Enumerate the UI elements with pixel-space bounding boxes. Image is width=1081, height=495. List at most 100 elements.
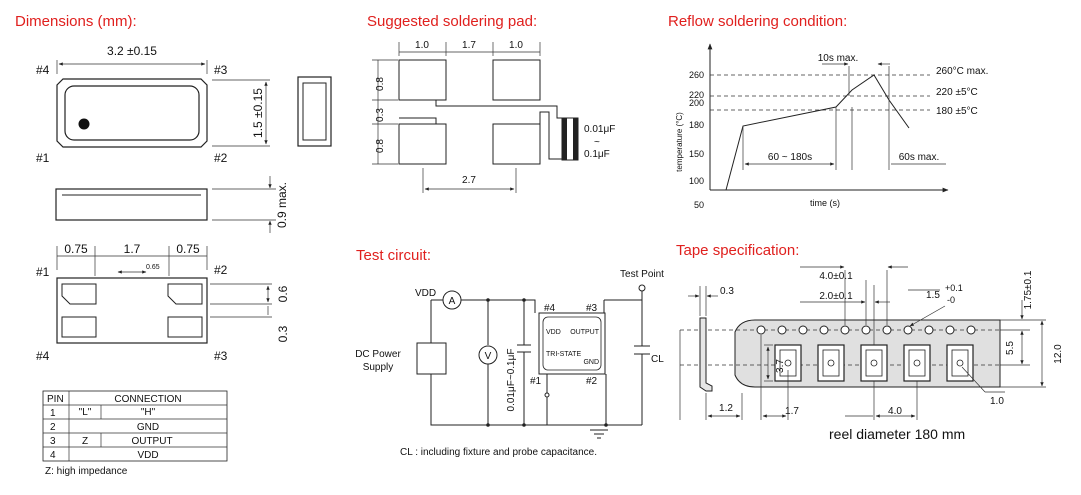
- package-side-view: [55, 188, 208, 221]
- pad-width-right-label: 0.75: [176, 242, 200, 256]
- pin-row-4-connection: VDD: [137, 450, 158, 461]
- junction-dot: [486, 423, 490, 427]
- reflow-ytick-220: 220: [689, 90, 704, 100]
- pin-table-header-pin: PIN: [47, 394, 64, 405]
- pin-table-frame: [42, 390, 228, 462]
- pad-side-dim-1: 0.8: [375, 77, 386, 91]
- tape-pitch-pocket: 4.0: [888, 406, 902, 417]
- circuit-vdd-label: VDD: [415, 288, 436, 299]
- pad-side-dim-3: 0.8: [375, 139, 386, 153]
- reflow-top-span: 10s max.: [818, 53, 859, 64]
- dc-supply-label-1: DC Power: [355, 349, 401, 360]
- solder-pad-1: [398, 123, 447, 165]
- pin-row-3-pin: 3: [50, 436, 56, 447]
- pad-gap-label: 1.7: [124, 242, 141, 256]
- pad-dim-2: 1.7: [462, 40, 476, 51]
- test-point-label: Test Point: [620, 269, 664, 280]
- pad-cap-bottom: 0.1μF: [584, 149, 610, 160]
- pin1-marker-dot: [78, 118, 90, 130]
- tape-pocket-inner: [865, 349, 883, 377]
- chip-pin1: #1: [530, 376, 542, 387]
- sprocket-hole: [777, 325, 787, 335]
- pad-side-dim-2: 0.3: [375, 108, 386, 122]
- tape-pocket: [817, 344, 845, 382]
- bot-pin4-label: #4: [36, 349, 50, 363]
- tape-d55: 5.5: [1005, 341, 1016, 355]
- chip-output: OUTPUT: [570, 329, 600, 336]
- dimensions-section: Dimensions (mm): 3.2 ±0.15 #4 #3 #1 #2 1…: [15, 13, 332, 477]
- pin-row-1-pin: 1: [50, 408, 56, 419]
- pad-cap-top: 0.01μF: [584, 124, 615, 135]
- test-point-node: [638, 284, 646, 292]
- reflow-220-label: 220 ±5°C: [936, 87, 978, 98]
- tape-pocket-len: 3.7: [775, 359, 786, 373]
- pad-title: Suggested soldering pad:: [367, 13, 537, 30]
- sprocket-hole: [903, 325, 913, 335]
- tape-cross-section: [699, 317, 713, 392]
- tape-pocket-hole: [956, 359, 964, 367]
- sprocket-hole: [966, 325, 976, 335]
- bot-pin1-label: #1: [36, 265, 50, 279]
- test-circuit-section: Test circuit: VDD A DC Power Supply V 0.…: [355, 247, 664, 458]
- tape-pocket-inner: [951, 349, 969, 377]
- package-top-lid: [64, 85, 200, 141]
- junction-dot: [522, 423, 526, 427]
- tape-width: 12.0: [1053, 344, 1064, 364]
- chip-pin2: #2: [586, 376, 598, 387]
- package-top-outline: [56, 78, 208, 148]
- reflow-ytick-150: 150: [689, 149, 704, 159]
- pin-table-high-label: "H": [141, 407, 156, 418]
- tape-d10: 1.0: [990, 396, 1004, 407]
- sprocket-hole: [882, 325, 892, 335]
- circuit-wires: [430, 299, 643, 426]
- test-title: Test circuit:: [356, 247, 431, 264]
- reflow-xlabel: time (s): [810, 198, 840, 208]
- tape-pocket-inner: [822, 349, 840, 377]
- sprocket-hole: [798, 325, 808, 335]
- pad-dim-1: 1.0: [415, 40, 429, 51]
- tape-hole-tol-top: +0.1: [945, 283, 963, 293]
- pad-width-left-label: 0.75: [64, 242, 88, 256]
- pad-trace: [399, 100, 562, 160]
- oscillator-chip-inner: [542, 316, 602, 371]
- width-dim-label: 3.2 ±0.15: [107, 44, 157, 58]
- reflow-section: Reflow soldering condition: temperature …: [668, 13, 988, 210]
- tape-pocket-hole: [870, 359, 878, 367]
- sprocket-hole: [840, 325, 850, 335]
- pin-row-3-low: Z: [82, 436, 88, 447]
- bypass-capacitor-end-b: [573, 118, 578, 160]
- junction-dot: [486, 298, 490, 302]
- top-pin2-label: #2: [214, 151, 228, 165]
- bottom-pad-2: [167, 283, 203, 305]
- chip-vdd: VDD: [546, 329, 561, 336]
- reflow-preheat: 60 ~ 180s: [768, 152, 812, 163]
- pin-row-4-pin: 4: [50, 450, 56, 461]
- tape-pocket-inner: [908, 349, 926, 377]
- tristate-node: [544, 392, 550, 398]
- bottom-pad-4: [61, 316, 97, 338]
- tape-section: Tape specification:: [676, 242, 1064, 442]
- ammeter-label: A: [449, 296, 456, 307]
- inner-dim-label: 0.65: [146, 264, 160, 271]
- bottom-pad-1: [61, 283, 97, 305]
- bypass-capacitor-end-a: [562, 118, 567, 160]
- height-dim-label: 1.5 ±0.15: [251, 88, 265, 138]
- junction-dot: [604, 423, 608, 427]
- pin-table: PIN CONNECTION 1 "L" "H" 2 GND 3 Z OUTPU…: [42, 390, 228, 477]
- pin-row-2-pin: 2: [50, 422, 56, 433]
- reflow-ytick-180: 180: [689, 120, 704, 130]
- dimensions-title: Dimensions (mm):: [15, 13, 137, 30]
- sprocket-hole: [945, 325, 955, 335]
- pad-dim-3: 1.0: [509, 40, 523, 51]
- dc-supply-label-2: Supply: [363, 362, 394, 373]
- pad-cap-tilde: ~: [594, 137, 600, 148]
- load-cap-label: CL: [651, 354, 664, 365]
- sprocket-hole: [924, 325, 934, 335]
- chip-tristate: TRI-STATE: [546, 351, 581, 358]
- reflow-profile-curve: [725, 74, 910, 191]
- circuit-note: CL : including fixture and probe capacit…: [400, 447, 597, 458]
- reflow-ytick-200: 200: [689, 98, 704, 108]
- tape-pocket-hole: [784, 359, 792, 367]
- chip-gnd: GND: [583, 359, 599, 366]
